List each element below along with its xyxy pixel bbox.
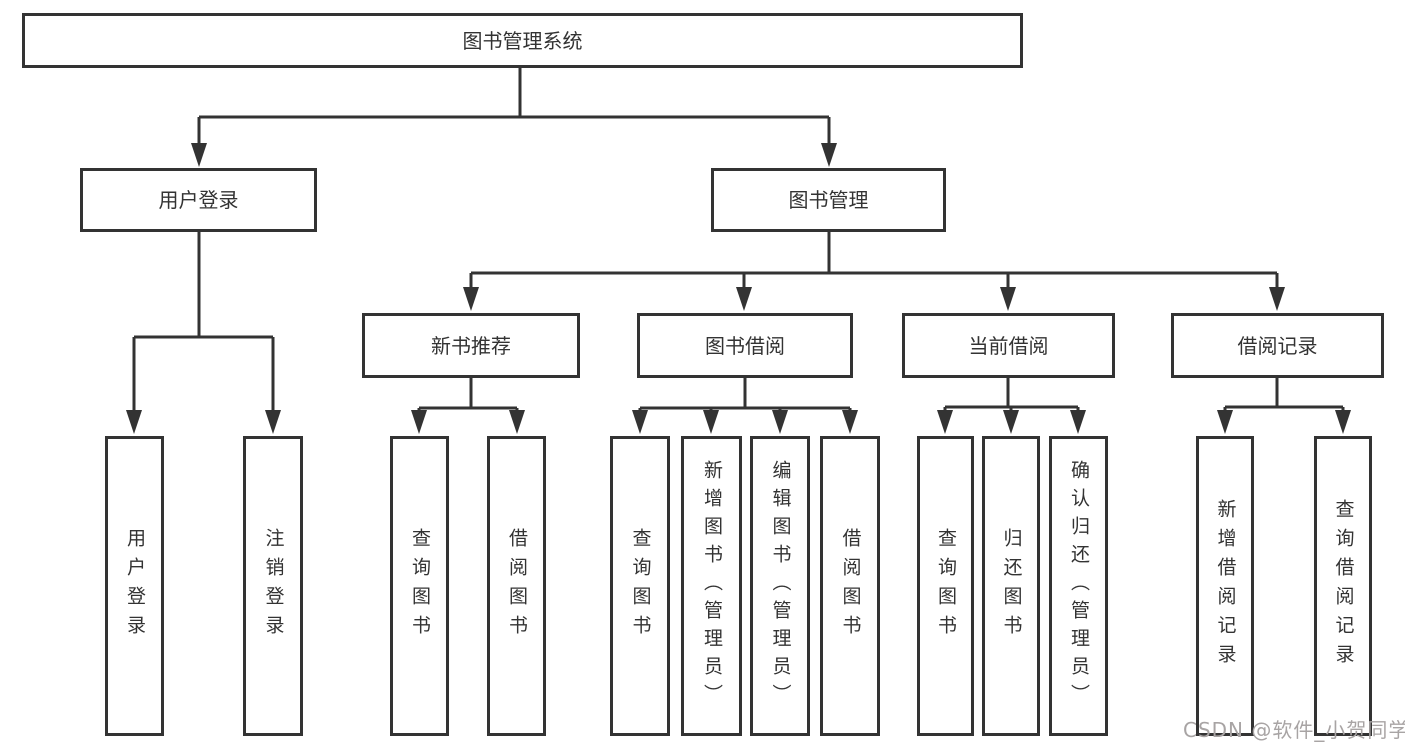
arrowhead (1269, 287, 1285, 311)
node-current-borrowing: 当前借阅 (902, 313, 1115, 378)
node-label: 当前借阅 (968, 333, 1049, 358)
arrowhead (1070, 410, 1086, 434)
node-label: 借阅图书 (506, 528, 528, 644)
connector-book-borrow-children (632, 378, 858, 434)
connector-user-login-children (126, 232, 281, 434)
node-user-login: 用户登录 (80, 168, 317, 232)
arrowhead (265, 410, 281, 434)
node-book-management: 图书管理 (711, 168, 946, 232)
connector-current-borrow-children (937, 378, 1086, 434)
node-label: 借阅图书 (839, 528, 862, 644)
leaf-add-borrow-record: 新增借阅记录 (1196, 436, 1254, 736)
leaf-return-book: 归还图书 (982, 436, 1040, 736)
arrowhead (842, 410, 858, 434)
node-root-system: 图书管理系统 (22, 13, 1023, 68)
leaf-confirm-return-admin: 确认归还（管理员） (1049, 436, 1108, 736)
node-label: 图书管理系统 (462, 28, 583, 53)
arrowhead (1000, 287, 1016, 311)
arrowhead (191, 143, 207, 167)
leaf-query-borrow-record: 查询借阅记录 (1314, 436, 1372, 736)
arrowhead (463, 287, 479, 311)
node-label: 借阅记录 (1237, 333, 1318, 358)
arrowhead (509, 410, 525, 434)
connector-borrow-record-children (1217, 378, 1351, 434)
leaf-borrow-books-2: 借阅图书 (820, 436, 880, 736)
node-label: 查询借阅记录 (1332, 499, 1355, 673)
node-label: 查询图书 (629, 528, 652, 644)
arrowhead (632, 410, 648, 434)
arrowhead (411, 410, 427, 434)
leaf-borrow-books-rec: 借阅图书 (487, 436, 546, 736)
leaf-query-books-borrow: 查询图书 (610, 436, 670, 736)
node-label: 新书推荐 (431, 333, 511, 358)
node-label: 归还图书 (1000, 528, 1023, 644)
leaf-edit-book-admin: 编辑图书（管理员） (750, 436, 810, 736)
node-label: 图书借阅 (705, 333, 785, 358)
node-label: 用户登录 (124, 528, 146, 644)
node-label: 确认归还（管理员） (1068, 460, 1090, 712)
arrowhead (126, 410, 142, 434)
arrowhead (772, 410, 788, 434)
leaf-query-books-current: 查询图书 (917, 436, 974, 736)
arrowhead (937, 410, 953, 434)
node-label: 新增借阅记录 (1214, 499, 1237, 673)
node-label: 查询图书 (409, 528, 431, 644)
arrowhead (1003, 410, 1019, 434)
node-label: 编辑图书（管理员） (769, 460, 792, 712)
arrowhead (821, 143, 837, 167)
leaf-logout: 注销登录 (243, 436, 303, 736)
arrowhead (703, 410, 719, 434)
connector-book-mgmt-children (463, 232, 1285, 311)
node-borrowing-records: 借阅记录 (1171, 313, 1384, 378)
arrowhead (736, 287, 752, 311)
leaf-add-book-admin: 新增图书（管理员） (681, 436, 742, 736)
arrowhead (1217, 410, 1233, 434)
connector-root-to-branches (191, 68, 837, 167)
node-label: 新增图书（管理员） (701, 460, 723, 712)
arrowhead (1335, 410, 1351, 434)
leaf-user-login: 用户登录 (105, 436, 164, 736)
node-book-borrowing: 图书借阅 (637, 313, 853, 378)
node-label: 注销登录 (262, 528, 285, 644)
node-label: 查询图书 (935, 528, 957, 644)
leaf-query-books-rec: 查询图书 (390, 436, 449, 736)
node-label: 图书管理 (788, 188, 869, 212)
node-label: 用户登录 (158, 188, 239, 212)
node-new-book-recommendation: 新书推荐 (362, 313, 580, 378)
connector-new-book-rec-children (411, 378, 525, 434)
